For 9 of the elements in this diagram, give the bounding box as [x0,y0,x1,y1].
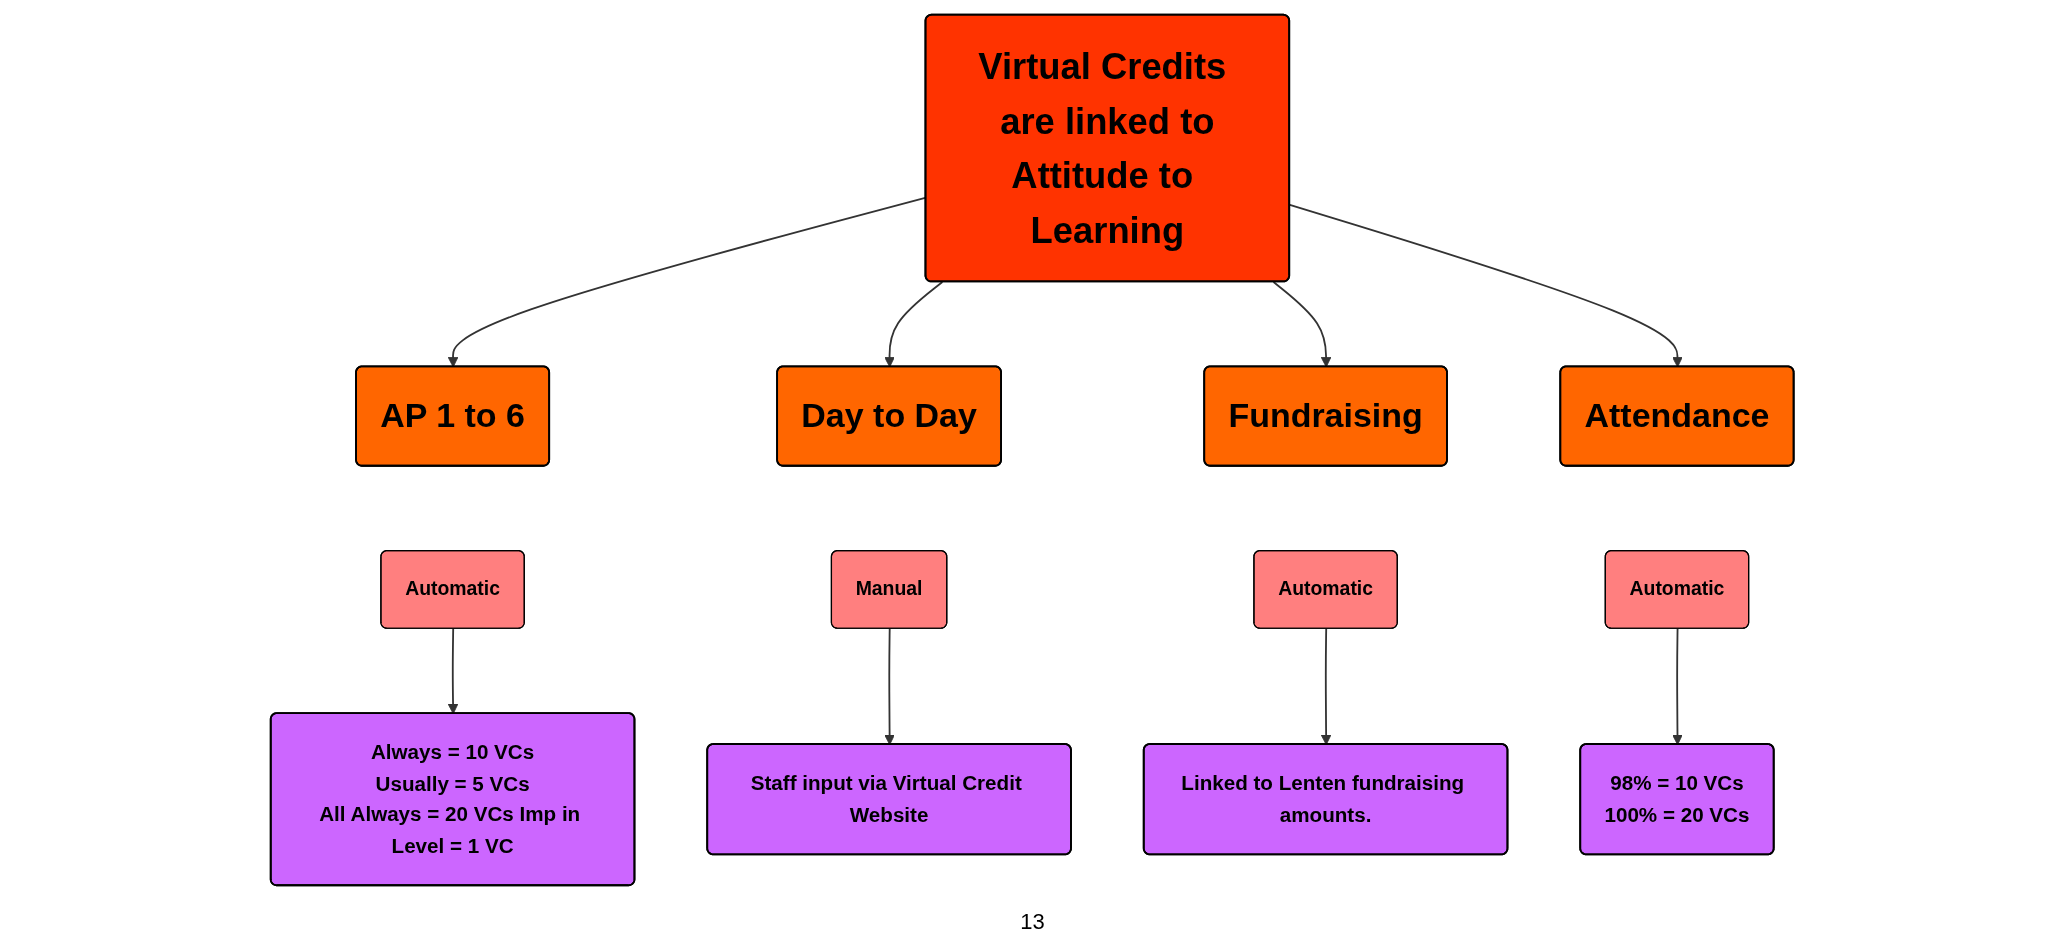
arrow [884,281,944,368]
arrow [1321,627,1332,746]
arrow [1272,281,1332,368]
arrow [448,627,459,715]
arrow [1289,203,1684,368]
arrow [1672,627,1684,746]
page-number: 13 [1020,909,1045,934]
arrow [884,627,896,746]
flowchart: Virtual Credits are linked to Attitude to Learning AP 1 to 6 Day to Day Fundraising Attendance Automatic Manual Automatic Automatic Always = 10 VCs Usually = 5 VCs All Always = 20 VCs Imp in Level = 1 VC Staff input via Virtual Credit Website Linked to Lenten fundraising amounts. 98% = 10 VCs 100% = 20 VCs [261,5,1804,895]
